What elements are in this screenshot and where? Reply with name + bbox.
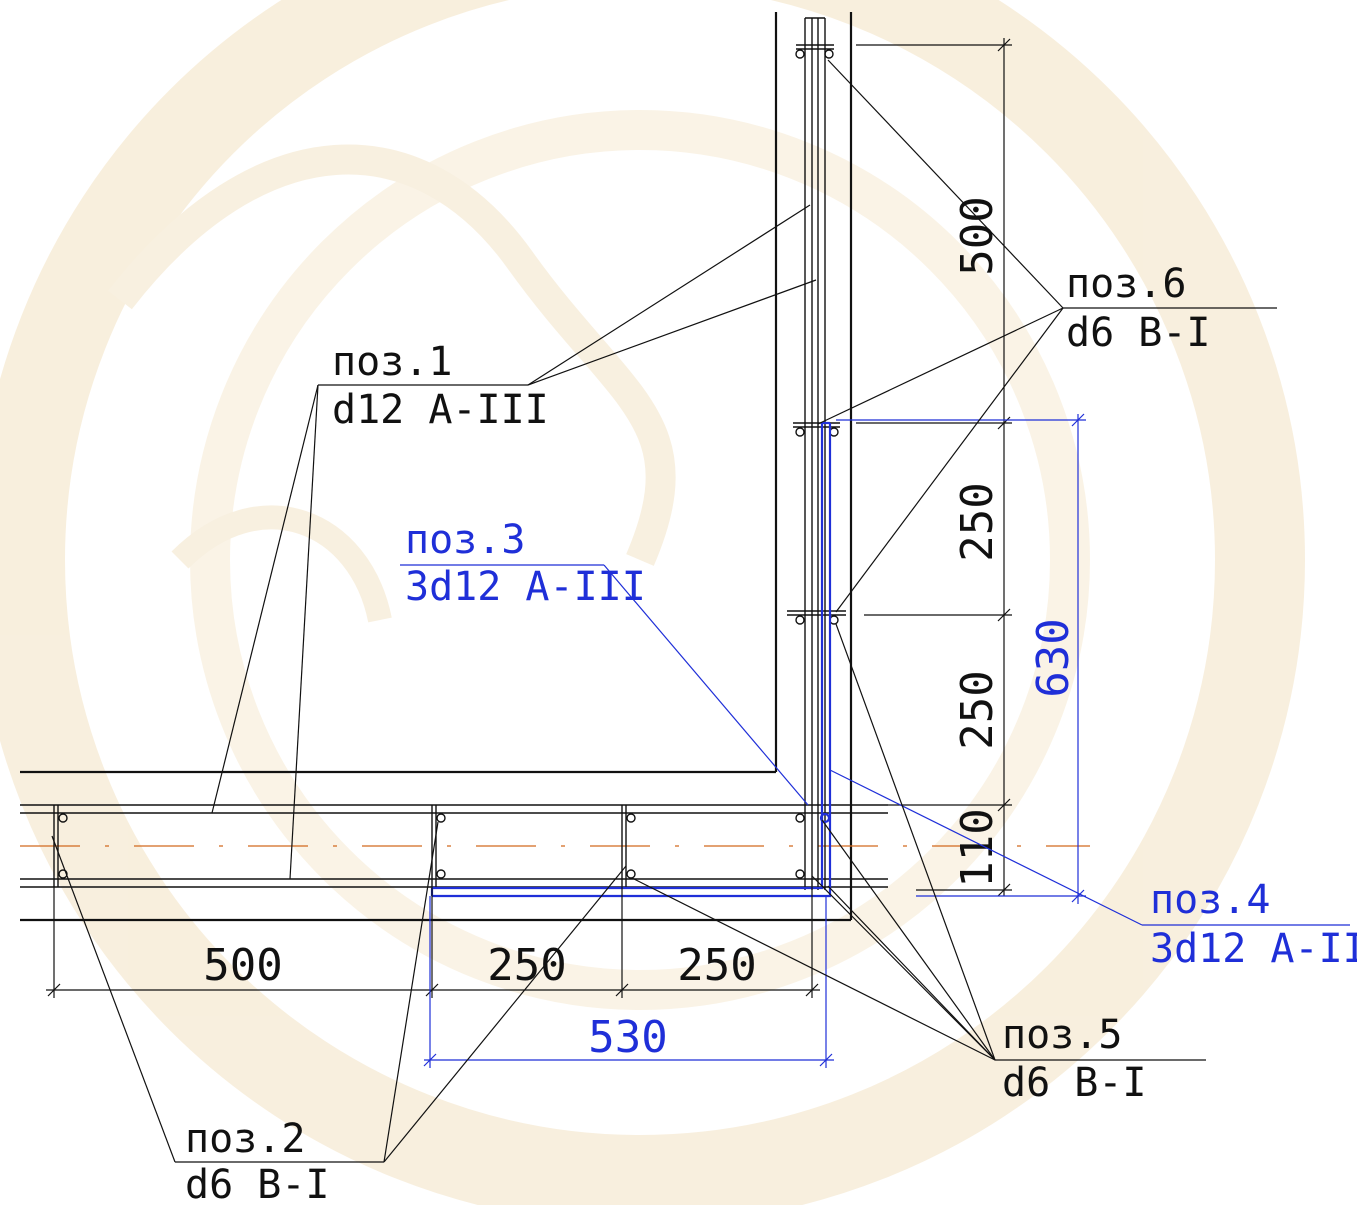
poz6-spec: d6 B-I bbox=[1066, 310, 1211, 356]
poz5-spec: d6 B-I bbox=[1002, 1060, 1147, 1106]
poz5-name: поз.5 bbox=[1002, 1012, 1122, 1058]
horizontal-mesh bbox=[20, 804, 888, 888]
leader-poz3 bbox=[400, 564, 809, 806]
poz4-name: поз.4 bbox=[1150, 877, 1270, 923]
leader-poz4 bbox=[829, 769, 1350, 926]
poz3-spec: 3d12 A-III bbox=[405, 564, 646, 610]
dim-h-250-left: 250 bbox=[487, 940, 566, 991]
dim-v-630: 630 bbox=[1028, 618, 1079, 697]
leader-poz2 bbox=[51, 821, 627, 1163]
leader-poz6 bbox=[817, 59, 1277, 613]
dim-h-530: 530 bbox=[588, 1012, 667, 1063]
poz2-name: поз.2 bbox=[185, 1116, 305, 1162]
poz6-name: поз.6 bbox=[1066, 261, 1186, 307]
poz2-spec: d6 B-I bbox=[185, 1162, 330, 1205]
dim-v-250-top: 250 bbox=[952, 482, 1003, 561]
poz1-name: поз.1 bbox=[332, 339, 452, 385]
horizontal-dimensions bbox=[46, 887, 820, 998]
callout-poz6: поз.6 d6 B-I bbox=[1066, 261, 1211, 356]
dim-v-110: 110 bbox=[952, 808, 1003, 887]
poz1-spec: d12 A-III bbox=[332, 387, 549, 433]
callout-poz1: поз.1 d12 A-III bbox=[332, 339, 549, 433]
concrete-outline bbox=[20, 12, 853, 922]
vertical-total-dimension bbox=[836, 413, 1086, 904]
leader-poz1 bbox=[211, 204, 817, 880]
dim-h-250-right: 250 bbox=[677, 940, 756, 991]
callout-poz2: поз.2 d6 B-I bbox=[185, 1116, 330, 1205]
corner-bars bbox=[430, 421, 832, 898]
dim-h-500: 500 bbox=[203, 940, 282, 991]
callout-poz5: поз.5 d6 B-I bbox=[1002, 1012, 1147, 1106]
leader-poz5 bbox=[631, 623, 1206, 1061]
callout-poz3: поз.3 3d12 A-III bbox=[405, 517, 646, 610]
vertical-dimensions bbox=[856, 38, 1012, 897]
horizontal-total-dimension bbox=[423, 896, 834, 1068]
poz4-spec: 3d12 A-III bbox=[1150, 926, 1357, 972]
callout-poz4: поз.4 3d12 A-III bbox=[1150, 877, 1357, 972]
poz3-name: поз.3 bbox=[405, 517, 525, 563]
dim-v-250-bottom: 250 bbox=[952, 670, 1003, 749]
